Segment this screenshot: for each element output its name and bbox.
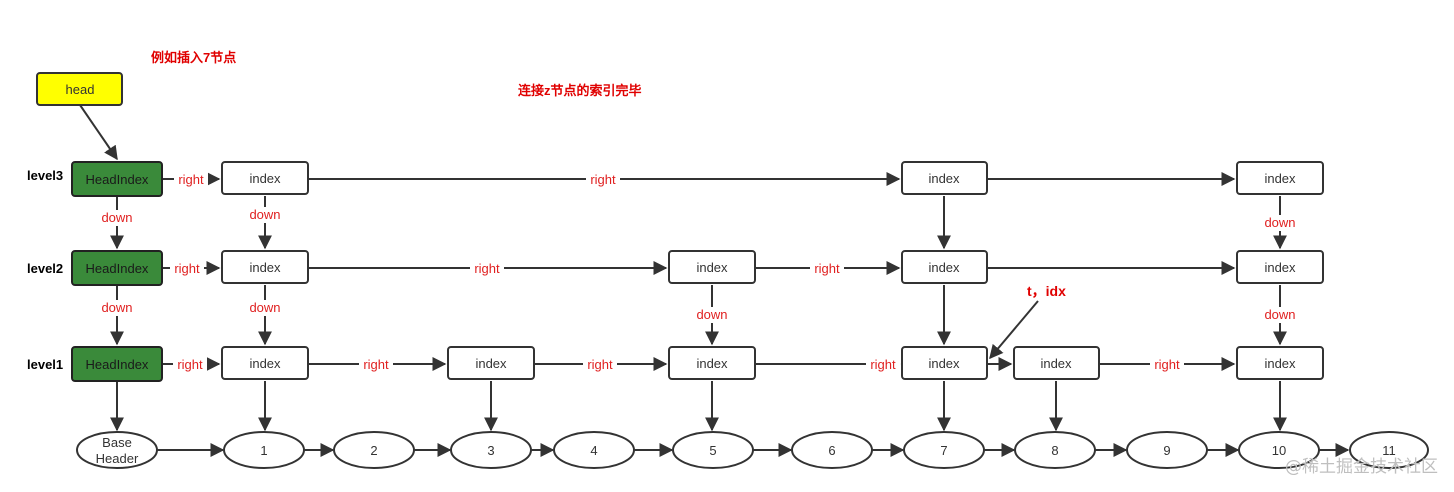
base-node-value: 9 xyxy=(1163,443,1170,458)
index-label: index xyxy=(928,356,960,371)
base-node-7: 7 xyxy=(903,431,985,469)
base-node-value: 6 xyxy=(828,443,835,458)
base-node-4: 4 xyxy=(553,431,635,469)
headindex-level3: HeadIndex xyxy=(71,161,163,197)
base-node-8: 8 xyxy=(1014,431,1096,469)
headindex-label: HeadIndex xyxy=(86,261,149,276)
note-insert: 例如插入7节点 xyxy=(151,50,236,65)
index-label: index xyxy=(696,356,728,371)
index-l2-col7: index xyxy=(901,250,988,284)
base-node-11: 11 xyxy=(1349,431,1429,469)
index-label: index xyxy=(249,260,281,275)
index-l2-col1: index xyxy=(221,250,309,284)
label-down: down xyxy=(249,207,280,222)
headindex-level1: HeadIndex xyxy=(71,346,163,382)
headindex-label: HeadIndex xyxy=(86,357,149,372)
watermark: @稀土掘金技术社区 xyxy=(1285,457,1438,477)
label-right: right xyxy=(174,261,200,276)
base-node-1: 1 xyxy=(223,431,305,469)
label-right: right xyxy=(178,172,204,187)
index-l1-col7: index xyxy=(901,346,988,380)
base-node-value: 5 xyxy=(709,443,716,458)
level-label-2: level2 xyxy=(27,261,63,276)
base-node-value: 8 xyxy=(1051,443,1058,458)
headindex-label: HeadIndex xyxy=(86,172,149,187)
base-node-10: 10 xyxy=(1238,431,1320,469)
base-node-5: 5 xyxy=(672,431,754,469)
base-node-value: 3 xyxy=(487,443,494,458)
label-down: down xyxy=(1264,215,1295,230)
base-node-value: 11 xyxy=(1382,443,1396,458)
base-node-value: 1 xyxy=(260,443,267,458)
base-node-value: 4 xyxy=(590,443,597,458)
base-node-value: 7 xyxy=(940,443,947,458)
edge-pointer-t-idx xyxy=(989,300,1039,360)
base-node-value: 10 xyxy=(1272,443,1286,458)
index-l1-col8: index xyxy=(1013,346,1100,380)
index-label: index xyxy=(1264,171,1296,186)
label-down: down xyxy=(1264,307,1295,322)
index-l2-col10: index xyxy=(1236,250,1324,284)
note-done: 连接z节点的索引完毕 xyxy=(518,83,642,98)
label-down: down xyxy=(696,307,727,322)
label-right: right xyxy=(590,172,616,187)
index-l1-col5: index xyxy=(668,346,756,380)
head-label: head xyxy=(66,82,95,97)
level-label-1: level1 xyxy=(27,357,63,372)
index-l2-col5: index xyxy=(668,250,756,284)
index-label: index xyxy=(249,171,281,186)
headindex-level2: HeadIndex xyxy=(71,250,163,286)
edge-head-to-headindex xyxy=(79,104,118,161)
label-right: right xyxy=(177,357,203,372)
index-label: index xyxy=(1040,356,1072,371)
base-header-node: Base Header xyxy=(76,431,158,469)
index-label: index xyxy=(1264,260,1296,275)
label-down: down xyxy=(249,300,280,315)
index-l3-col10: index xyxy=(1236,161,1324,195)
label-right: right xyxy=(587,357,613,372)
base-node-2: 2 xyxy=(333,431,415,469)
label-right: right xyxy=(870,357,896,372)
index-label: index xyxy=(928,171,960,186)
label-right: right xyxy=(363,357,389,372)
index-label: index xyxy=(475,356,507,371)
base-node-9: 9 xyxy=(1126,431,1208,469)
index-l1-col3: index xyxy=(447,346,535,380)
index-label: index xyxy=(249,356,281,371)
head-node: head xyxy=(36,72,123,106)
base-header-line1: Base xyxy=(102,435,132,450)
index-label: index xyxy=(1264,356,1296,371)
label-down: down xyxy=(101,210,132,225)
label-right: right xyxy=(474,261,500,276)
label-right: right xyxy=(814,261,840,276)
index-l1-col1: index xyxy=(221,346,309,380)
index-label: index xyxy=(928,260,960,275)
base-header-line2: Header xyxy=(96,451,139,466)
note-pointer: t，idx xyxy=(1027,283,1066,299)
level-label-3: level3 xyxy=(27,168,63,183)
index-l3-col7: index xyxy=(901,161,988,195)
index-l3-col1: index xyxy=(221,161,309,195)
edge-labels: right right down down down right right r… xyxy=(98,171,1299,372)
base-node-3: 3 xyxy=(450,431,532,469)
index-l1-col10: index xyxy=(1236,346,1324,380)
label-right: right xyxy=(1154,357,1180,372)
base-node-value: 2 xyxy=(370,443,377,458)
label-down: down xyxy=(101,300,132,315)
index-label: index xyxy=(696,260,728,275)
base-node-6: 6 xyxy=(791,431,873,469)
